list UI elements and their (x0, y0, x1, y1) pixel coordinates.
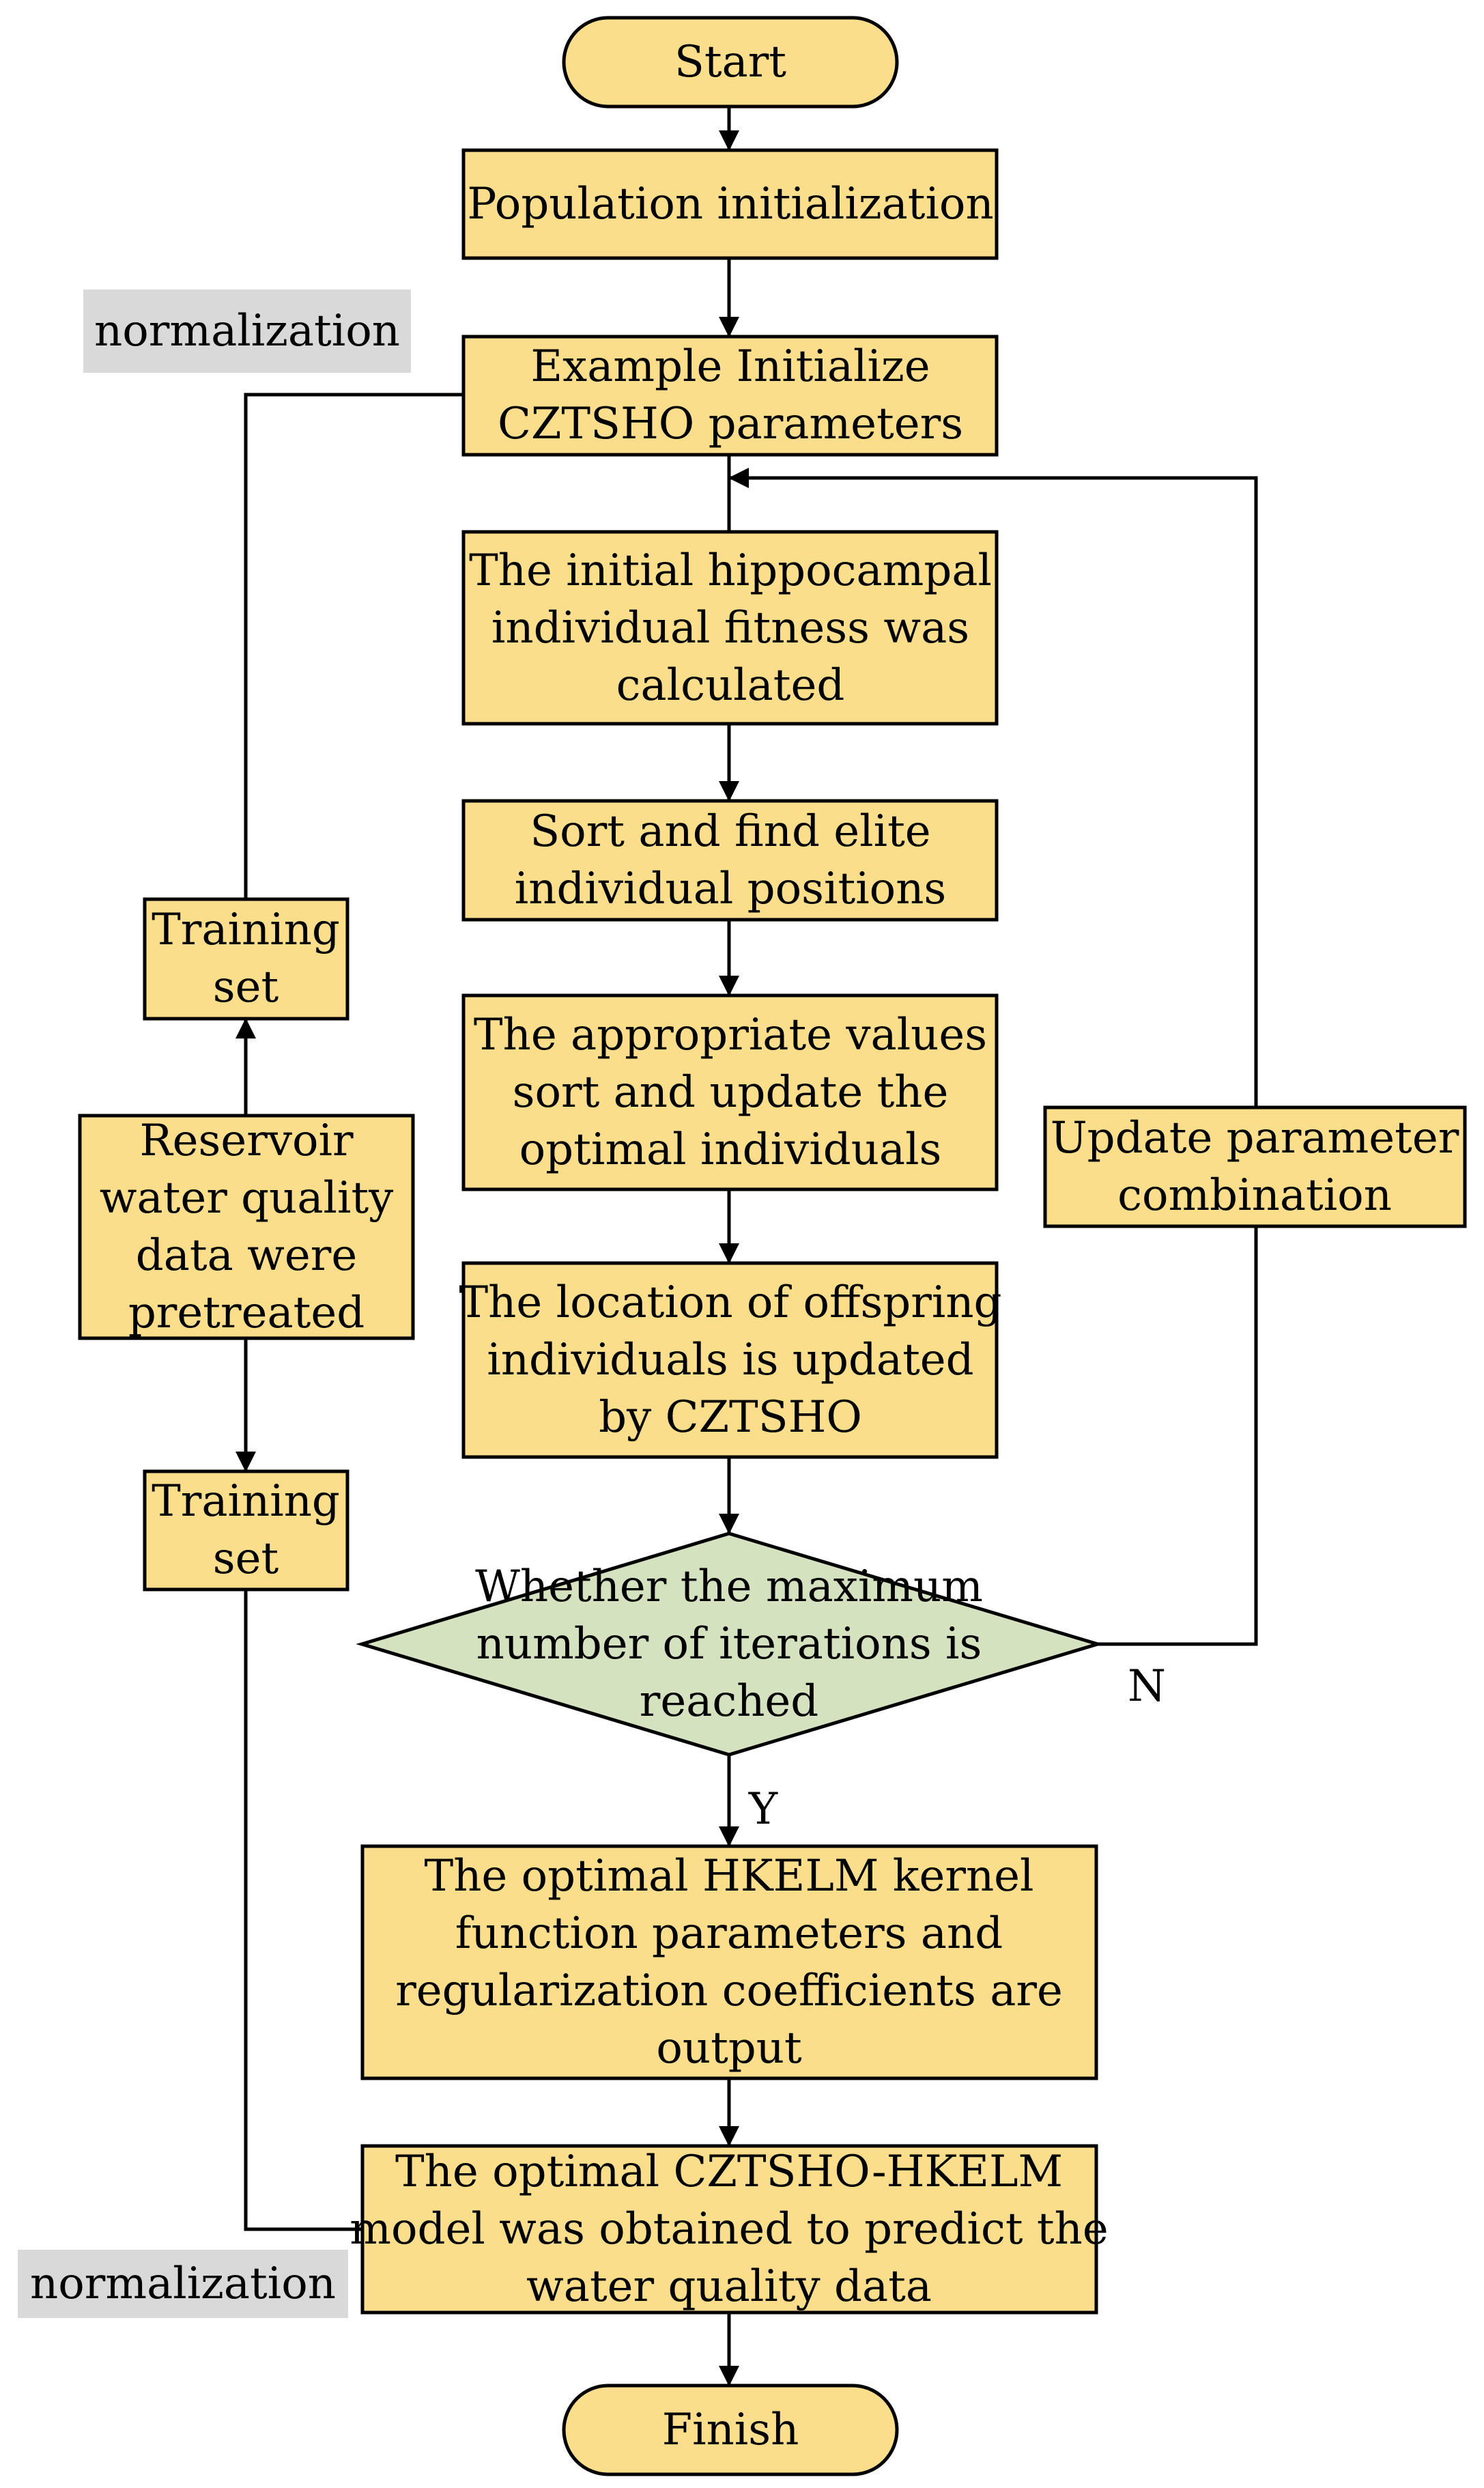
label-line: number of iterations is (476, 1619, 982, 1669)
label-line: function parameters and (455, 1908, 1003, 1959)
reservoir-data-label: Reservoir water quality data were pretreate… (100, 1116, 394, 1338)
label-line: The optimal HKELM kernel (425, 1851, 1034, 1902)
edge-label-no: N (1128, 1661, 1166, 1712)
update-optimal-label: The appropriate values sort and update th… (474, 1010, 987, 1175)
training-set-top-box: Training set (143, 897, 349, 1021)
update-combination-box: Update parameter combination (1043, 1105, 1467, 1228)
label-line: regularization coefficients are (395, 1966, 1063, 2016)
max-iterations-label: Whether the maximum number of iterations … (475, 1561, 983, 1727)
label-line: The optimal CZTSHO-HKELM (395, 2147, 1063, 2197)
population-initialization-box: Population initialization (461, 148, 999, 260)
final-model-box: The optimal CZTSHO-HKELM model was obtain… (349, 2144, 1109, 2315)
population-initialization-label: Population initialization (467, 179, 993, 229)
finish-label: Finish (662, 2405, 799, 2455)
normalization-tag-bottom: normalization (18, 2250, 348, 2318)
training-set-bottom-box: Training set (143, 1469, 349, 1592)
label-line: The appropriate values (474, 1010, 987, 1060)
update-combination-label: Update parameter combination (1051, 1113, 1459, 1221)
update-offspring-label: The location of offspring individuals is … (459, 1277, 1001, 1443)
start-label: Start (674, 37, 786, 87)
normalization-label-top: normalization (94, 306, 400, 356)
update-offspring-box: The location of offspring individuals is … (459, 1261, 1002, 1459)
training-set-top-label: Training set (152, 905, 340, 1013)
sort-elite-label: Sort and find elite individual positions (515, 806, 947, 914)
label-line: Reservoir (139, 1116, 354, 1166)
normalization-tag-top: normalization (83, 289, 411, 373)
label-line: Start (674, 37, 786, 87)
finish-terminal: Finish (562, 2384, 899, 2476)
initial-fitness-label: The initial hippocampal individual fitnes… (469, 546, 992, 711)
output-parameters-box: The optimal HKELM kernel function paramet… (360, 1844, 1098, 2080)
label-line: sort and update the (513, 1067, 949, 1118)
label-line: reached (640, 1676, 819, 1727)
label-line: Example Initialize (530, 341, 930, 392)
initial-fitness-box: The initial hippocampal individual fitnes… (461, 530, 999, 726)
label-line: individual positions (515, 864, 947, 914)
label-line: individual fitness was (491, 603, 969, 653)
label-line: Population initialization (467, 179, 993, 229)
output-parameters-label: The optimal HKELM kernel function paramet… (395, 1851, 1063, 2074)
label-line: water quality data (526, 2261, 932, 2312)
reservoir-data-box: Reservoir water quality data were pretreate… (78, 1114, 415, 1340)
label-line: data were (136, 1230, 357, 1281)
label-line: Training (152, 905, 340, 955)
update-optimal-box: The appropriate values sort and update th… (461, 993, 999, 1191)
label-line: individuals is updated (487, 1335, 973, 1385)
label-line: model was obtained to predict the (349, 2204, 1108, 2254)
label-line: calculated (616, 660, 845, 711)
label-line: set (213, 1533, 279, 1584)
label-line: by CZTSHO (599, 1392, 862, 1443)
max-iterations-decision: Whether the maximum number of iterations … (356, 1531, 1104, 1757)
arrow-update-combo-back-to-loop (728, 468, 1258, 1106)
label-line: The initial hippocampal (469, 546, 992, 596)
connectors (236, 108, 1258, 2386)
label-line: Sort and find elite (530, 806, 930, 857)
label-line: pretreated (128, 1288, 365, 1338)
label-line: Update parameter (1051, 1113, 1459, 1163)
line-params-to-training-top (244, 393, 462, 898)
sort-elite-box: Sort and find elite individual positions (461, 799, 999, 922)
label-line: optimal individuals (519, 1125, 942, 1175)
label-line: The location of offspring (459, 1277, 1001, 1328)
label-line: Whether the maximum (475, 1561, 983, 1612)
normalization-label-bottom: normalization (30, 2259, 336, 2309)
final-model-label: The optimal CZTSHO-HKELM model was obtain… (349, 2147, 1108, 2312)
training-set-bottom-label: Training set (152, 1476, 340, 1584)
label-line: water quality (100, 1173, 394, 1224)
label-line: Training (152, 1476, 340, 1527)
loop-decision-no-to-update-combo (1098, 1228, 1258, 1646)
label-line: combination (1117, 1170, 1392, 1221)
start-terminal: Start (562, 16, 899, 109)
label-line: set (213, 962, 279, 1013)
label-line: Finish (662, 2405, 799, 2455)
label-line: CZTSHO parameters (498, 399, 963, 449)
line-training-bottom-to-final-model (244, 1591, 362, 2231)
edge-label-yes: Y (748, 1784, 778, 1835)
label-line: output (656, 2023, 802, 2074)
